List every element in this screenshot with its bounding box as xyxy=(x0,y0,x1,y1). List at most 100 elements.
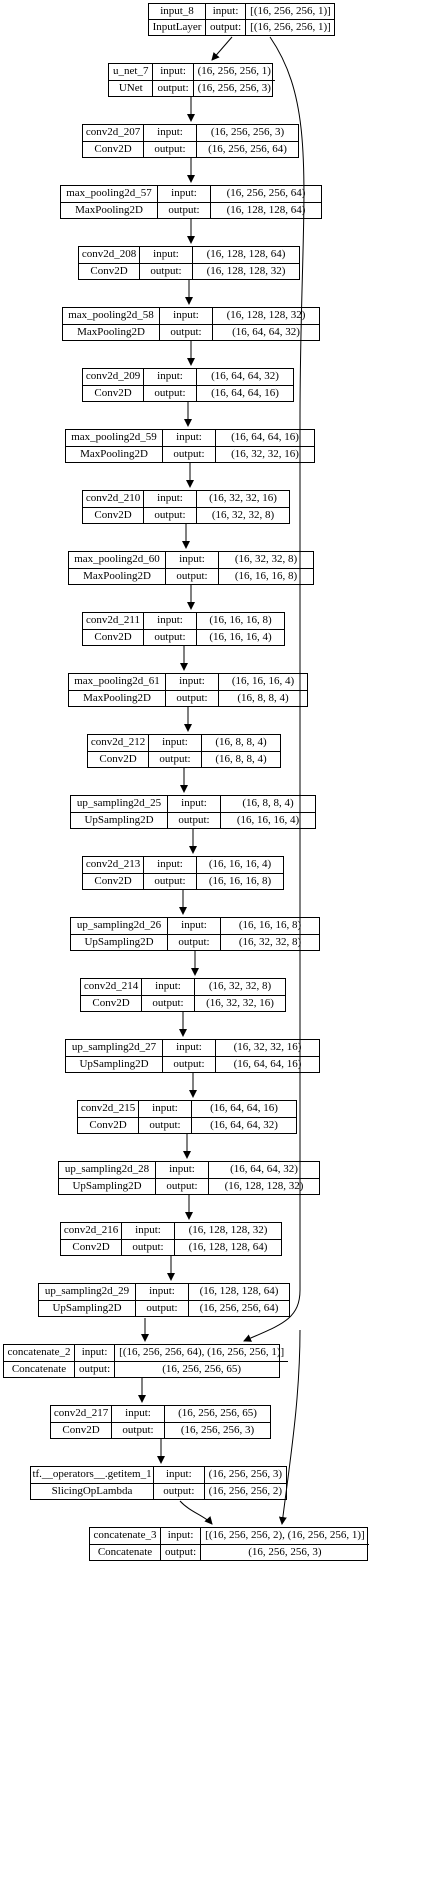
layer-name: max_pooling2d_58 xyxy=(68,309,154,322)
input-shape: (16, 256, 256, 3) xyxy=(210,126,285,139)
input-label: input: xyxy=(167,1529,194,1542)
layer-type: Conv2D xyxy=(79,262,139,280)
input-shape: (16, 16, 16, 4) xyxy=(208,858,272,871)
layer-name: up_sampling2d_29 xyxy=(44,1285,130,1298)
input-shape: (16, 16, 16, 8) xyxy=(238,919,302,932)
input-shape: [(16, 256, 256, 64), (16, 256, 256, 1)] xyxy=(119,1346,285,1359)
output-label: output: xyxy=(168,933,220,951)
input-label: input: xyxy=(176,431,202,444)
layer-name: u_net_7 xyxy=(113,65,149,78)
layer-type: MaxPooling2D xyxy=(61,201,157,219)
output-label: output: xyxy=(160,323,212,341)
layer-type: UpSampling2D xyxy=(71,933,167,951)
output-label: output: xyxy=(136,1299,188,1317)
input-shape: (16, 64, 64, 32) xyxy=(211,370,279,383)
output-label: output: xyxy=(75,1360,115,1378)
input-label: input: xyxy=(171,187,197,200)
input-shape: (16, 128, 128, 64) xyxy=(206,248,286,261)
layer-type: Conv2D xyxy=(83,628,143,646)
output-label: output: xyxy=(153,79,193,97)
input-label: input: xyxy=(166,1468,192,1481)
layer-type: Concatenate xyxy=(90,1543,160,1561)
input-label: input: xyxy=(181,919,207,932)
output-shape: (16, 8, 8, 4) xyxy=(202,750,280,768)
output-label: output: xyxy=(158,201,210,219)
output-label: output: xyxy=(168,811,220,829)
layer-type: Conv2D xyxy=(83,140,143,158)
input-shape: (16, 128, 128, 32) xyxy=(226,309,306,322)
layer-type: Conv2D xyxy=(83,506,143,524)
output-shape: (16, 64, 64, 32) xyxy=(192,1116,296,1134)
layer-type: UpSampling2D xyxy=(59,1177,155,1195)
layer-name: concatenate_2 xyxy=(7,1346,71,1359)
output-shape: (16, 128, 128, 32) xyxy=(209,1177,319,1195)
output-label: output: xyxy=(149,750,201,768)
output-shape: (16, 32, 32, 16) xyxy=(216,445,314,463)
layer-name: max_pooling2d_61 xyxy=(74,675,160,688)
layer-name: up_sampling2d_27 xyxy=(71,1041,157,1054)
layer-name: conv2d_211 xyxy=(86,614,140,627)
output-label: output: xyxy=(139,1116,191,1134)
layer-name: up_sampling2d_25 xyxy=(76,797,162,810)
output-label: output: xyxy=(163,1055,215,1073)
input-shape: (16, 16, 16, 4) xyxy=(231,675,295,688)
input-label: input: xyxy=(152,1102,178,1115)
input-label: input: xyxy=(179,553,205,566)
output-shape: (16, 64, 64, 16) xyxy=(216,1055,319,1073)
layer-type: SlicingOpLambda xyxy=(31,1482,153,1500)
input-shape: (16, 8, 8, 4) xyxy=(215,736,267,749)
input-shape: (16, 256, 256, 64) xyxy=(226,187,306,200)
layer-name: input_8 xyxy=(160,5,194,17)
output-shape: (16, 16, 16, 8) xyxy=(197,872,283,890)
layer-type: Conv2D xyxy=(81,994,141,1012)
layer-name: up_sampling2d_26 xyxy=(76,919,162,932)
input-label: input: xyxy=(155,980,181,993)
input-label: input: xyxy=(160,65,186,78)
output-shape: (16, 16, 16, 4) xyxy=(197,628,284,646)
input-shape: (16, 64, 64, 16) xyxy=(210,1102,278,1115)
output-label: output: xyxy=(166,567,218,585)
output-label: output: xyxy=(112,1421,164,1439)
input-shape: (16, 256, 256, 65) xyxy=(178,1407,257,1420)
output-shape: (16, 8, 8, 4) xyxy=(219,689,307,707)
layer-type: MaxPooling2D xyxy=(69,567,165,585)
layer-name: conv2d_210 xyxy=(85,492,141,505)
output-label: output: xyxy=(154,1482,204,1500)
input-shape: (16, 16, 16, 8) xyxy=(209,614,272,627)
layer-name: conv2d_208 xyxy=(81,248,137,261)
layer-type: Conv2D xyxy=(61,1238,121,1256)
layer-name: conv2d_209 xyxy=(85,370,141,383)
layer-type: MaxPooling2D xyxy=(63,323,159,341)
input-shape: (16, 128, 128, 64) xyxy=(199,1285,279,1298)
layer-type: Conv2D xyxy=(78,1116,138,1134)
layer-name: conv2d_217 xyxy=(53,1407,109,1420)
output-shape: (16, 32, 32, 8) xyxy=(221,933,319,951)
input-shape: [(16, 256, 256, 1)] xyxy=(250,5,331,17)
output-label: output: xyxy=(156,1177,208,1195)
input-label: input: xyxy=(176,1041,202,1054)
input-shape: (16, 8, 8, 4) xyxy=(242,797,294,810)
layer-type: Conv2D xyxy=(88,750,148,768)
output-label: output: xyxy=(163,445,215,463)
output-label: output: xyxy=(206,19,246,35)
input-label: input: xyxy=(81,1346,108,1359)
input-label: input: xyxy=(157,370,183,383)
layer-name: max_pooling2d_57 xyxy=(66,187,152,200)
layer-type: InputLayer xyxy=(149,19,205,35)
input-shape: (16, 256, 256, 3) xyxy=(208,1468,282,1481)
